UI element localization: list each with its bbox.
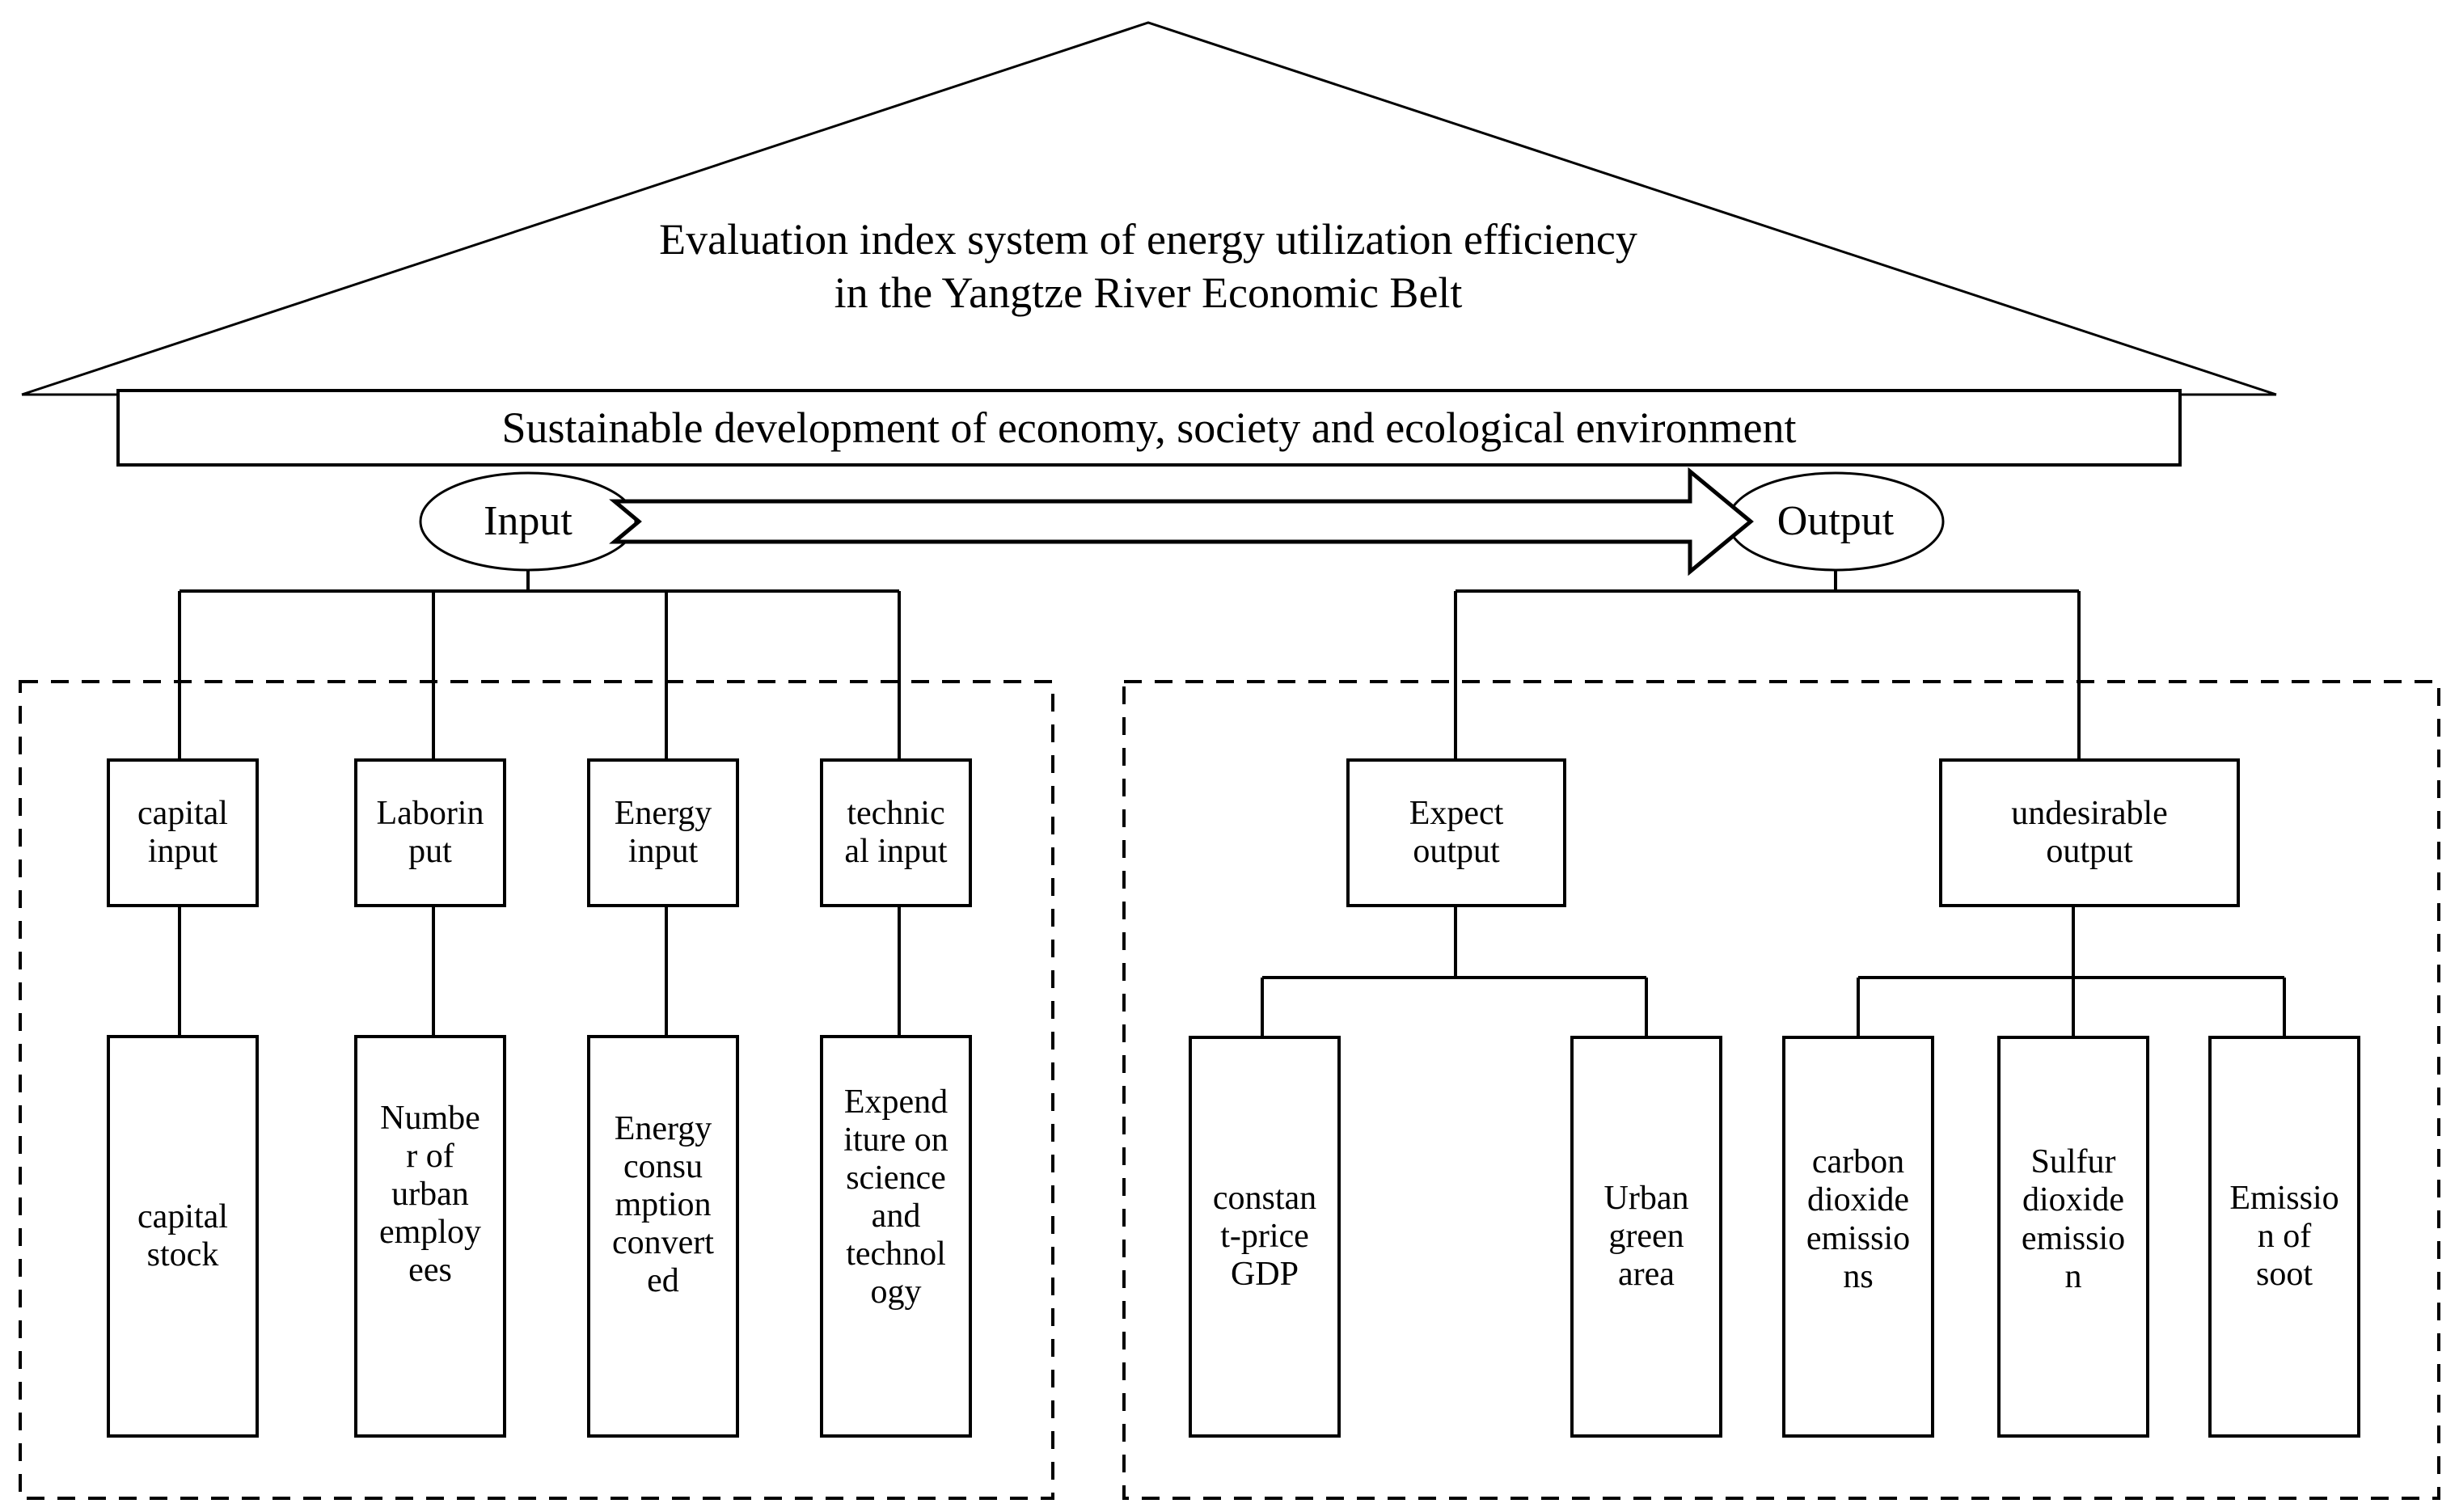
undesirable-output-connector-lines — [1857, 906, 2286, 1037]
input-category-box-0 — [107, 758, 259, 907]
input-category-boxes — [107, 758, 972, 907]
output-connector-lines — [1454, 570, 2081, 760]
output-leaf-box-undesirable-0 — [1782, 1036, 1934, 1438]
input-category-box-2 — [587, 758, 739, 907]
output-leaf-box-undesirable-1 — [1997, 1036, 2149, 1438]
expect-output-connector-lines — [1261, 906, 1648, 1037]
output-group-boundary — [1122, 680, 2440, 1500]
input-leaf-boxes — [107, 1035, 972, 1438]
input-category-box-3 — [820, 758, 972, 907]
input-leaf-box-3 — [820, 1035, 972, 1438]
input-leaf-box-1 — [354, 1035, 506, 1438]
input-leaf-box-2 — [587, 1035, 739, 1438]
input-leaf-connector-lines — [178, 906, 901, 1037]
output-category-box-0 — [1346, 758, 1566, 907]
input-to-output-arrow-icon — [609, 467, 1754, 577]
output-node-shape[interactable] — [1726, 471, 1945, 572]
output-leaf-box-undesirable-2 — [2208, 1036, 2360, 1438]
output-leaf-boxes — [1189, 1036, 2360, 1438]
input-leaf-box-0 — [107, 1035, 259, 1438]
output-category-boxes — [1346, 758, 2240, 907]
input-category-box-1 — [354, 758, 506, 907]
input-connector-lines — [178, 570, 901, 760]
input-node-shape[interactable] — [419, 471, 637, 572]
output-leaf-box-expect-1 — [1570, 1036, 1722, 1438]
output-category-box-1 — [1939, 758, 2240, 907]
input-group-boundary — [19, 680, 1054, 1500]
banner-bar-shape — [116, 389, 2182, 467]
output-leaf-box-expect-0 — [1189, 1036, 1341, 1438]
roof-shape — [21, 21, 2277, 396]
